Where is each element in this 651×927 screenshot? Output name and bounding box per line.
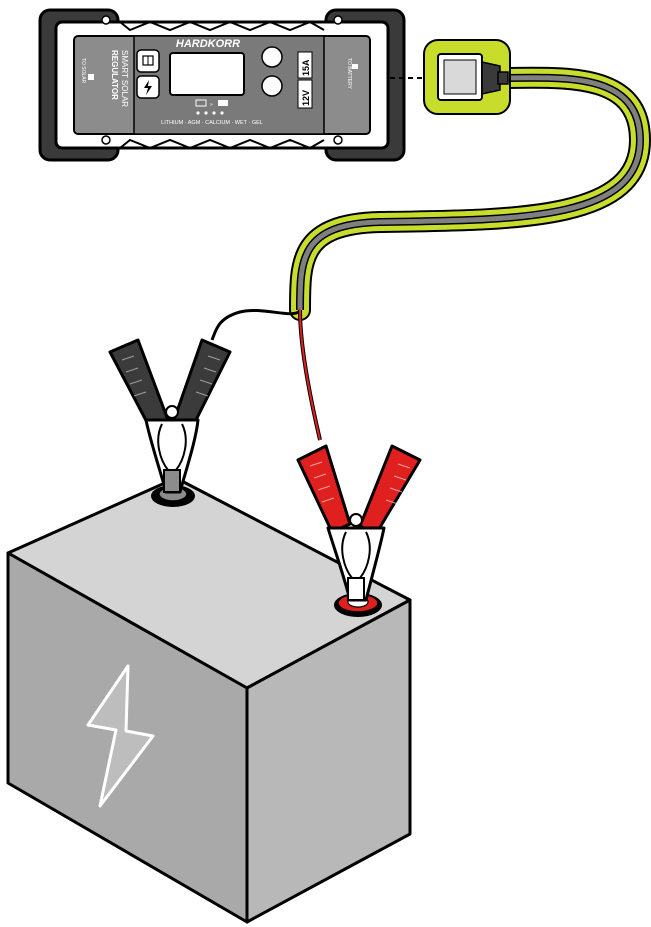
- brand-logo: HARDKORR: [176, 38, 240, 50]
- negative-clamp: [108, 338, 232, 494]
- solar-port-icon: [88, 74, 94, 80]
- battery-types-label: LITHIUM · AGM · CALCIUM · WET · GEL: [161, 120, 263, 126]
- positive-clamp: [296, 444, 422, 602]
- to-solar-label: TO SOLAR: [80, 58, 86, 84]
- load-mode-button[interactable]: [136, 75, 160, 99]
- mode-dial-top[interactable]: [261, 46, 283, 68]
- regulator-title-line1: SMART SOLAR: [120, 50, 129, 107]
- lcd-screen: [169, 52, 245, 96]
- current-label: 15A: [301, 59, 311, 76]
- battery-port-icon: [352, 64, 358, 69]
- status-indicators: [196, 111, 224, 115]
- battery: [6, 476, 412, 924]
- battery-icon: »: [195, 99, 228, 108]
- lightning-bolt-icon: [86, 664, 155, 808]
- to-battery-label: TO BATTERY: [346, 58, 352, 90]
- solar-mode-button[interactable]: [136, 49, 160, 73]
- solar-regulator: HARDKORR SMART SOLAR REGULATOR TO SOLAR …: [38, 8, 406, 162]
- lightning-icon: [144, 80, 152, 95]
- regulator-title-line2: REGULATOR: [110, 50, 119, 100]
- svg-text:»: »: [210, 102, 213, 108]
- battery-cable: [210, 39, 651, 441]
- battery-type-button[interactable]: [261, 75, 283, 97]
- voltage-label: 12V: [301, 90, 311, 106]
